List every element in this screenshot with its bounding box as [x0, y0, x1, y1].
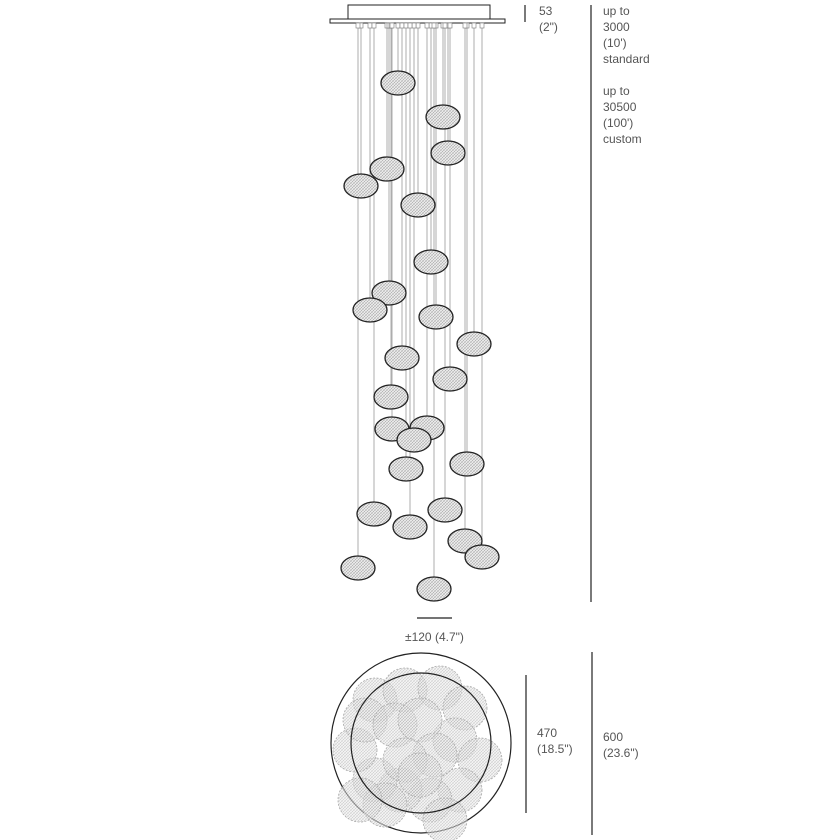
glass-pendant: [430, 140, 466, 166]
cable-holder: [471, 22, 477, 29]
cable-holder: [403, 22, 409, 29]
cable-holder: [415, 22, 421, 29]
glass-pendant: [396, 427, 432, 453]
plan-view: [330, 652, 512, 840]
pendant-width-label: ±120 (4.7"): [405, 630, 464, 644]
cable-holder: [407, 22, 413, 29]
glass-pendant: [384, 345, 420, 371]
cable-holder: [399, 22, 405, 29]
cable-holder: [462, 22, 468, 29]
glass-pendant: [456, 331, 492, 357]
canopy-height-label: 53 (2"): [539, 3, 558, 35]
drop-standard-prefix: up to: [603, 4, 630, 18]
cable-holder: [431, 22, 437, 29]
glass-pendant: [373, 384, 409, 410]
canopy-height-imperial: (2"): [539, 20, 558, 34]
glass-pendant: [340, 555, 376, 581]
drop-custom-prefix: up to: [603, 84, 630, 98]
drop-custom-label: up to 30500 (100') custom: [603, 83, 642, 147]
cable-holder: [371, 22, 377, 29]
glass-pendant: [380, 70, 416, 96]
cluster-diameter-label: 470 (18.5"): [537, 725, 573, 757]
cable-holder: [447, 22, 453, 29]
glass-pendant: [427, 497, 463, 523]
glass-pendant: [352, 297, 388, 323]
drop-custom-imperial: (100'): [603, 116, 634, 130]
plan-pendant: [397, 697, 443, 743]
cable-holder: [479, 22, 485, 29]
glass-pendant: [369, 156, 405, 182]
cable-holder: [395, 22, 401, 29]
cable-holder: [367, 22, 373, 29]
glass-pendant: [356, 501, 392, 527]
cable-holder: [411, 22, 417, 29]
drop-standard-note: standard: [603, 52, 650, 66]
drop-standard-value: 3000: [603, 20, 630, 34]
glass-pendant: [388, 456, 424, 482]
glass-pendant: [432, 366, 468, 392]
cable-holder: [442, 22, 448, 29]
glass-pendant: [464, 544, 500, 570]
drop-standard-imperial: (10'): [603, 36, 627, 50]
canopy-diameter-imperial: (23.6"): [603, 746, 639, 760]
plan-pendant: [337, 777, 383, 823]
canopy-side-view: [329, 4, 506, 24]
drop-custom-value: 30500: [603, 100, 637, 114]
cable-holder: [389, 22, 395, 29]
glass-pendant: [416, 576, 452, 602]
glass-pendant: [425, 104, 461, 130]
glass-pendant: [400, 192, 436, 218]
glass-pendant: [392, 514, 428, 540]
plan-pendant: [422, 797, 468, 840]
cluster-diameter-imperial: (18.5"): [537, 742, 573, 756]
glass-pendant: [418, 304, 454, 330]
drop-custom-note: custom: [603, 132, 642, 146]
glass-pendant: [413, 249, 449, 275]
cable-holder: [424, 22, 430, 29]
cluster-diameter-value: 470: [537, 726, 558, 740]
plan-pendant: [397, 752, 443, 798]
pendants: [340, 70, 500, 602]
drop-standard-label: up to 3000 (10') standard: [603, 3, 650, 67]
cable-holder: [355, 22, 361, 29]
glass-pendant: [343, 173, 379, 199]
canopy-height-value: 53: [539, 4, 553, 18]
glass-pendant: [371, 280, 407, 306]
canopy-diameter-value: 600: [603, 730, 624, 744]
canopy-diameter-label: 600 (23.6"): [603, 729, 639, 761]
glass-pendant: [449, 451, 485, 477]
